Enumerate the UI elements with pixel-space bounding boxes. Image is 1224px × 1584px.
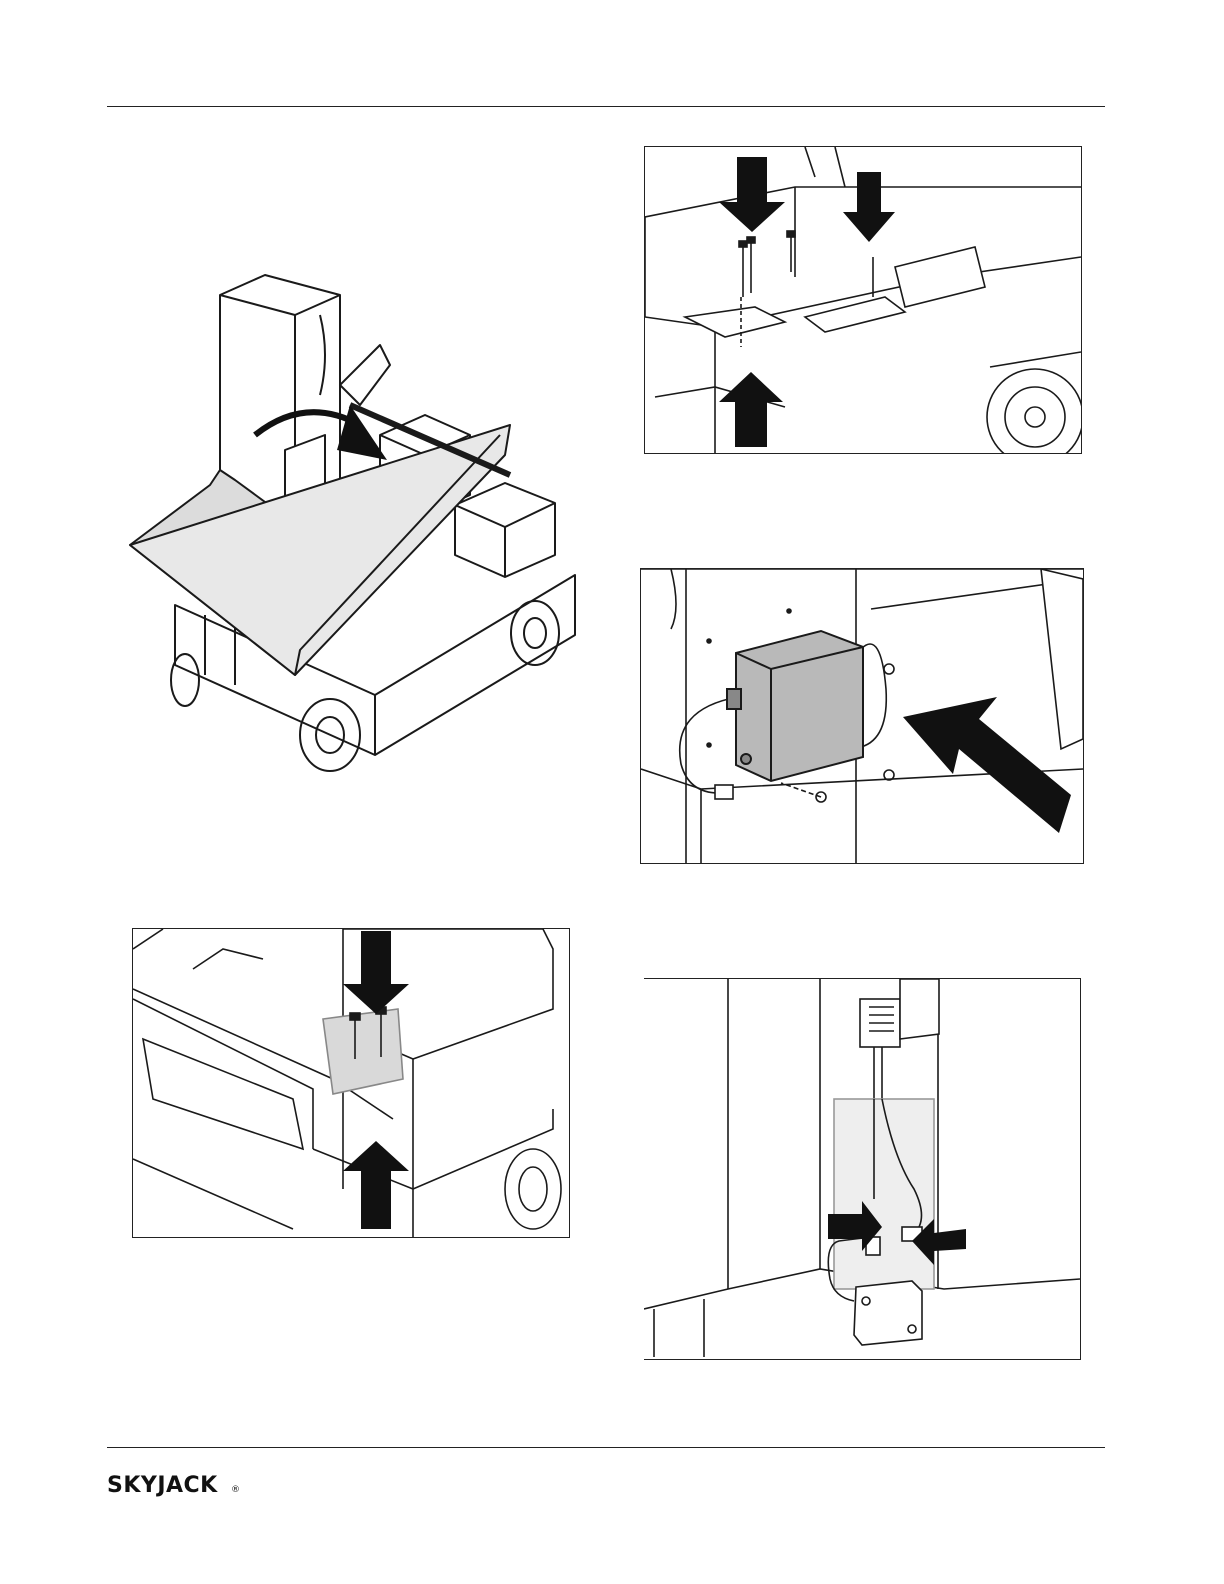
figure-tray-rotate [125,255,585,795]
header-rule [107,106,1105,107]
logo-registered-mark: ® [231,1485,240,1495]
control-box-install-illustration [641,569,1083,863]
logo-wordmark: SKYJACK [107,1473,218,1498]
skyjack-logo: SKYJACK ® [107,1470,247,1498]
footer-rule [107,1447,1105,1448]
figure-control-box-install [640,568,1084,864]
figure-mount-bolts [644,146,1082,454]
bracket-bolts-illustration [133,929,569,1237]
mount-bolts-illustration [645,147,1081,453]
connector-plug-illustration [644,979,1080,1359]
figure-connector-plug [644,978,1081,1360]
tray-rotate-illustration [125,255,585,795]
figure-bracket-bolts [132,928,570,1238]
